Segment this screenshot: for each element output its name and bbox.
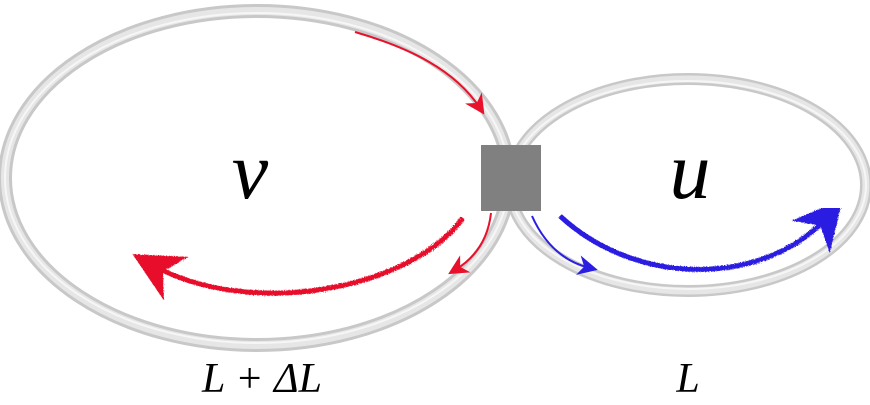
junction-block (481, 145, 541, 211)
loop-left-length-label: L + ΔL (201, 356, 322, 402)
red-arrow-large (132, 216, 466, 301)
red-arrow-junction-out (448, 212, 492, 275)
loop-right-symbol: u (670, 125, 711, 216)
loop-left-symbol: v (232, 125, 269, 216)
blue-arrow-large (558, 198, 843, 272)
loop-right-length-label: L (675, 356, 699, 402)
blue-arrow-junction-out (531, 215, 598, 275)
red-arrow-top (354, 31, 485, 115)
